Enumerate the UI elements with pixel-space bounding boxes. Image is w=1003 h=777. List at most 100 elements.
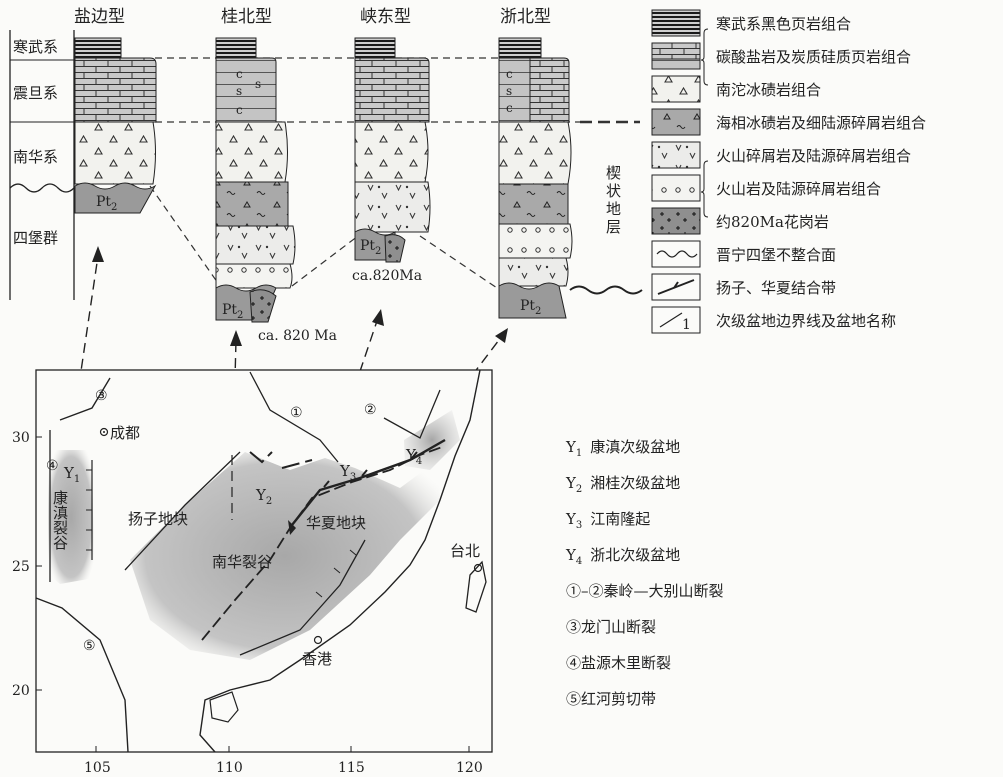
key-row-text: ①–②秦岭—大别山断裂: [566, 582, 724, 600]
map: ③ ① ② ④ ⑤ 成都 台北 香港 扬子地块 华夏地块 南华裂谷 康滇裂谷 Y…: [12, 369, 493, 776]
legend-label-volcaniclastic: 火山碎屑岩及陆源碎屑岩组合: [716, 147, 911, 165]
taipei-marker: [473, 563, 483, 573]
legend-item-marine-tillite: 海相冰碛岩及细陆源碎屑岩组合: [651, 108, 926, 136]
x-tick-105: 105: [84, 760, 111, 776]
svg-text:地: 地: [606, 200, 621, 218]
legend-swatch-basin-boundary: [651, 306, 701, 334]
legend-item-volcanic: 火山岩及陆源碎屑岩组合: [651, 160, 881, 218]
svg-text:1: 1: [682, 317, 691, 333]
kangdian-rift-shading: [48, 450, 94, 584]
legend-swatch-marine-tillite: [651, 108, 701, 136]
legend-label-volcanic: 火山岩及陆源碎屑岩组合: [716, 180, 881, 198]
column-title-yanbian: 盐边型: [74, 7, 125, 27]
svg-text:层: 层: [606, 218, 621, 236]
label-taipei: 台北: [450, 542, 480, 560]
y-tick-25: 25: [12, 559, 30, 575]
label-pt2-zhebei: Pt2: [520, 298, 541, 317]
key-row: ⑤红河剪切带: [566, 690, 656, 708]
label-yangtze-block: 扬子地块: [128, 510, 188, 528]
column-yanbian: 盐边型 Pt2: [74, 7, 157, 214]
label-nanhua-rift: 南华裂谷: [212, 553, 272, 571]
x-tick-110: 110: [216, 760, 243, 776]
x-tick-120: 120: [456, 760, 483, 776]
legend-label-marine-tillite: 海相冰碛岩及细陆源碎屑岩组合: [716, 114, 926, 132]
hongkong-marker: [313, 635, 323, 645]
legend-label-granite: 约820Ma花岗岩: [716, 213, 829, 231]
island-hainan: [209, 691, 239, 723]
svg-text:楔: 楔: [606, 164, 621, 182]
fault-label-5: ⑤: [83, 638, 96, 654]
stratum-sibao: 四堡群: [13, 229, 58, 247]
label-chengdu: 成都: [110, 424, 140, 442]
yangtze-basin-boundary: [124, 451, 241, 571]
unconformity-line: [9, 183, 75, 193]
legend-label-suture: 扬子、华夏结合带: [716, 279, 836, 297]
map-x-ticks: [95, 746, 470, 752]
y-tick-20: 20: [12, 683, 30, 699]
label-granite-age-xiadong: ca.820Ma: [352, 268, 422, 284]
svg-text:状: 状: [606, 182, 621, 200]
column-zhebei: 浙北型 csc Pt2: [498, 7, 643, 319]
arrow-heads: [92, 246, 508, 346]
cathaysia-basin-boundary: [239, 539, 366, 656]
legend-swatch-unconformity: [651, 240, 701, 268]
legend-item-unconformity: 晋宁四堡不整合面: [651, 240, 836, 268]
label-hongkong: 香港: [302, 650, 332, 668]
fault-label-3: ③: [95, 388, 108, 404]
fault-dabie: [383, 389, 441, 439]
island-taiwan: [465, 560, 487, 613]
column-title-guibei: 桂北型: [221, 7, 272, 27]
key-row: ③龙门山断裂: [566, 618, 656, 636]
y-tick-30: 30: [12, 430, 30, 446]
svg-text:s: s: [506, 84, 512, 98]
wedge-strata-label: 楔 状 地 层: [606, 164, 621, 236]
column-title-xiadong: 峡东型: [360, 7, 411, 27]
strat-reference-axis: 寒武系 震旦系 南华系 四堡群: [9, 30, 75, 300]
key-row: ①–②秦岭—大别山断裂: [566, 582, 724, 600]
chengdu-marker: [99, 427, 109, 437]
svg-text:s: s: [236, 84, 242, 98]
label-kangdian-rift: 康滇裂谷: [51, 490, 69, 550]
fault-qinling: [249, 371, 339, 463]
unconformity-zhebei: [569, 285, 643, 295]
legend-label-basin-boundary: 次级盆地边界线及盆地名称: [716, 312, 896, 330]
legend-swatch-nantuo-tillite: [651, 75, 701, 103]
fault-label-2: ②: [364, 402, 377, 418]
suture-zone: [201, 445, 446, 641]
column-title-zhebei: 浙北型: [500, 7, 551, 27]
legend-item-suture: 扬子、华夏结合带: [651, 273, 836, 301]
legend-item-carbonate: 碳酸盐岩及炭质硅质页岩组合: [651, 28, 911, 86]
svg-text:s: s: [255, 77, 261, 91]
western-boundary: [35, 597, 129, 753]
legend-swatch-volcanic: [651, 174, 701, 202]
label-pt2-xiadong: Pt2: [360, 238, 381, 257]
legend: 寒武系黑色页岩组合碳酸盐岩及炭质硅质页岩组合南沱冰碛岩组合海相冰碛岩及细陆源碎屑…: [651, 9, 926, 334]
fault-longmenshan: [59, 377, 111, 421]
legend-item-volcaniclastic: 火山碎屑岩及陆源碎屑岩组合: [651, 141, 911, 169]
fault-label-1: ①: [290, 405, 303, 421]
label-y4: Y4: [405, 446, 422, 467]
x-tick-115: 115: [338, 760, 365, 776]
label-y3: Y3: [339, 462, 356, 483]
map-y-ticks: [36, 436, 42, 691]
column-xiadong: 峡东型 Pt2 ca.820Ma: [352, 7, 431, 284]
legend-item-basin-boundary: 1 次级盆地边界线及盆地名称: [651, 306, 896, 334]
stratum-sinian: 震旦系: [13, 84, 58, 102]
legend-swatch-granite: [651, 207, 701, 235]
fault-label-4: ④: [46, 458, 59, 474]
label-pt2-guibei: Pt2: [222, 302, 243, 321]
label-granite-age-guibei: ca. 820 Ma: [258, 328, 337, 344]
legend-swatch-black-shale: [651, 9, 701, 37]
key-row-text: ④盐源木里断裂: [566, 654, 671, 672]
stratum-cambrian: 寒武系: [13, 38, 58, 56]
coastline: [199, 369, 481, 753]
